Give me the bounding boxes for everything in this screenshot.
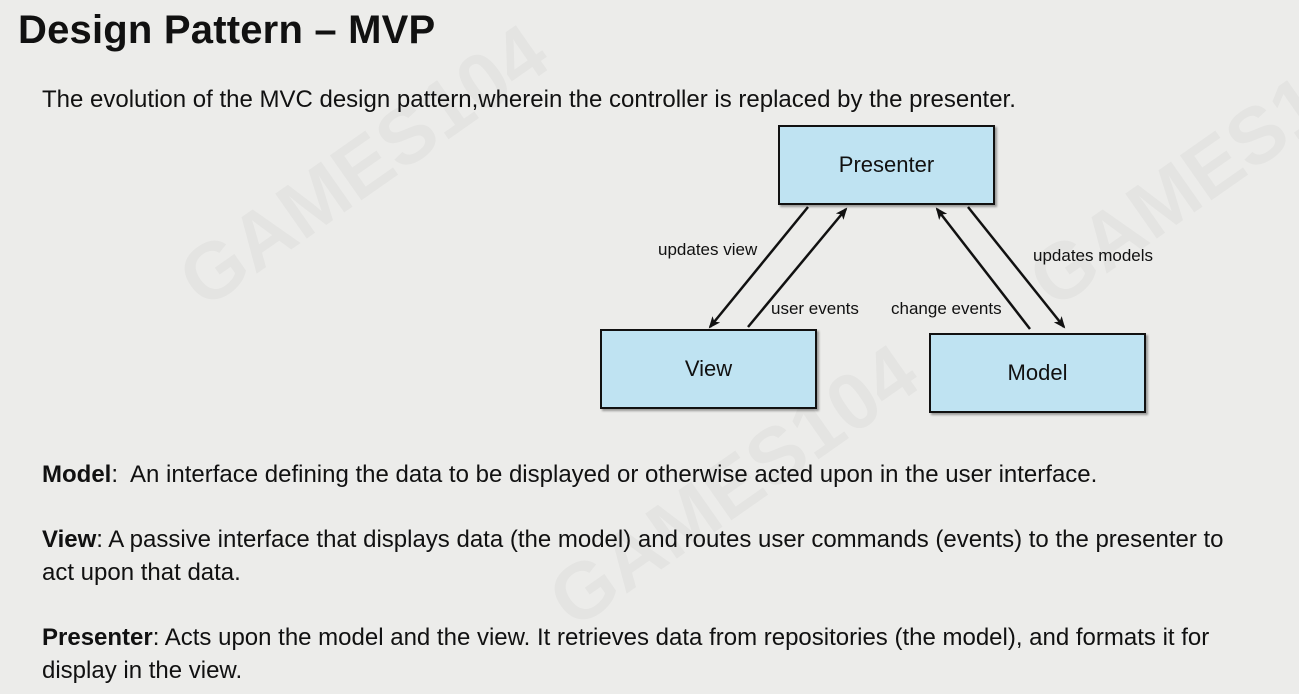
definition-text: Acts upon the model and the view. It ret…	[42, 624, 1210, 684]
arrow-change-events	[935, 207, 1031, 330]
definition-term: Presenter	[42, 624, 153, 651]
definition-term: View	[42, 526, 97, 553]
arrow-updates-view	[708, 206, 809, 329]
definition-text: An interface defining the data to be dis…	[130, 461, 1098, 488]
label-change-events: change events	[891, 299, 1002, 318]
definition-term: Model	[42, 461, 112, 488]
definition-model: Model: An interface defining the data to…	[42, 458, 1252, 491]
definition-separator: :	[152, 624, 165, 651]
definition-view: View: A passive interface that displays …	[42, 523, 1252, 589]
slide-title: Design Pattern – MVP	[18, 8, 436, 52]
definition-text: A passive interface that displays data (…	[42, 526, 1224, 586]
model-box: Model	[929, 333, 1146, 413]
definition-separator: :	[111, 461, 131, 488]
arrow-updates-models	[967, 206, 1066, 329]
label-user-events: user events	[771, 299, 859, 318]
arrow-user-events	[747, 207, 848, 328]
label-updates-models: updates models	[1033, 246, 1154, 265]
slide-subtitle: The evolution of the MVC design pattern,…	[42, 86, 1016, 113]
view-box: View	[600, 329, 817, 409]
definition-presenter: Presenter: Acts upon the model and the v…	[42, 621, 1252, 687]
definition-separator: :	[96, 526, 109, 553]
label-updates-view: updates view	[658, 240, 758, 259]
presenter-box: Presenter	[778, 125, 995, 205]
